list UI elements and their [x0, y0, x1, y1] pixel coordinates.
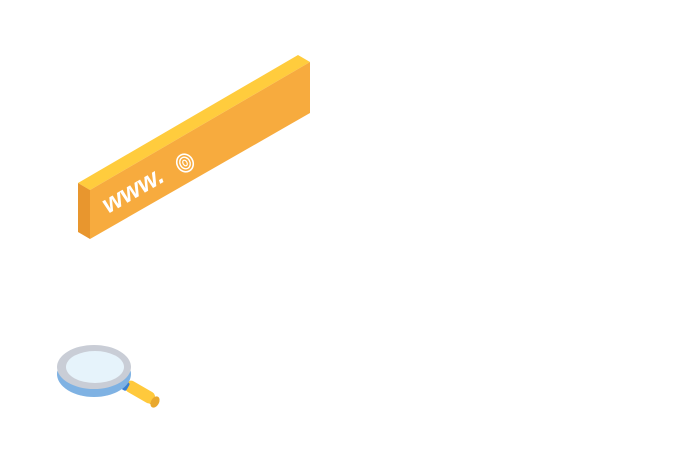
spiral-at-icon — [175, 153, 195, 173]
banner-top-face — [78, 55, 310, 190]
banner-side-face — [78, 183, 90, 239]
magnifier-handle — [124, 380, 160, 408]
banner-front-face — [90, 62, 310, 239]
magnifier-lens — [66, 351, 124, 383]
magnifying-glass-icon — [57, 345, 160, 408]
www-banner: www. — [78, 55, 310, 239]
